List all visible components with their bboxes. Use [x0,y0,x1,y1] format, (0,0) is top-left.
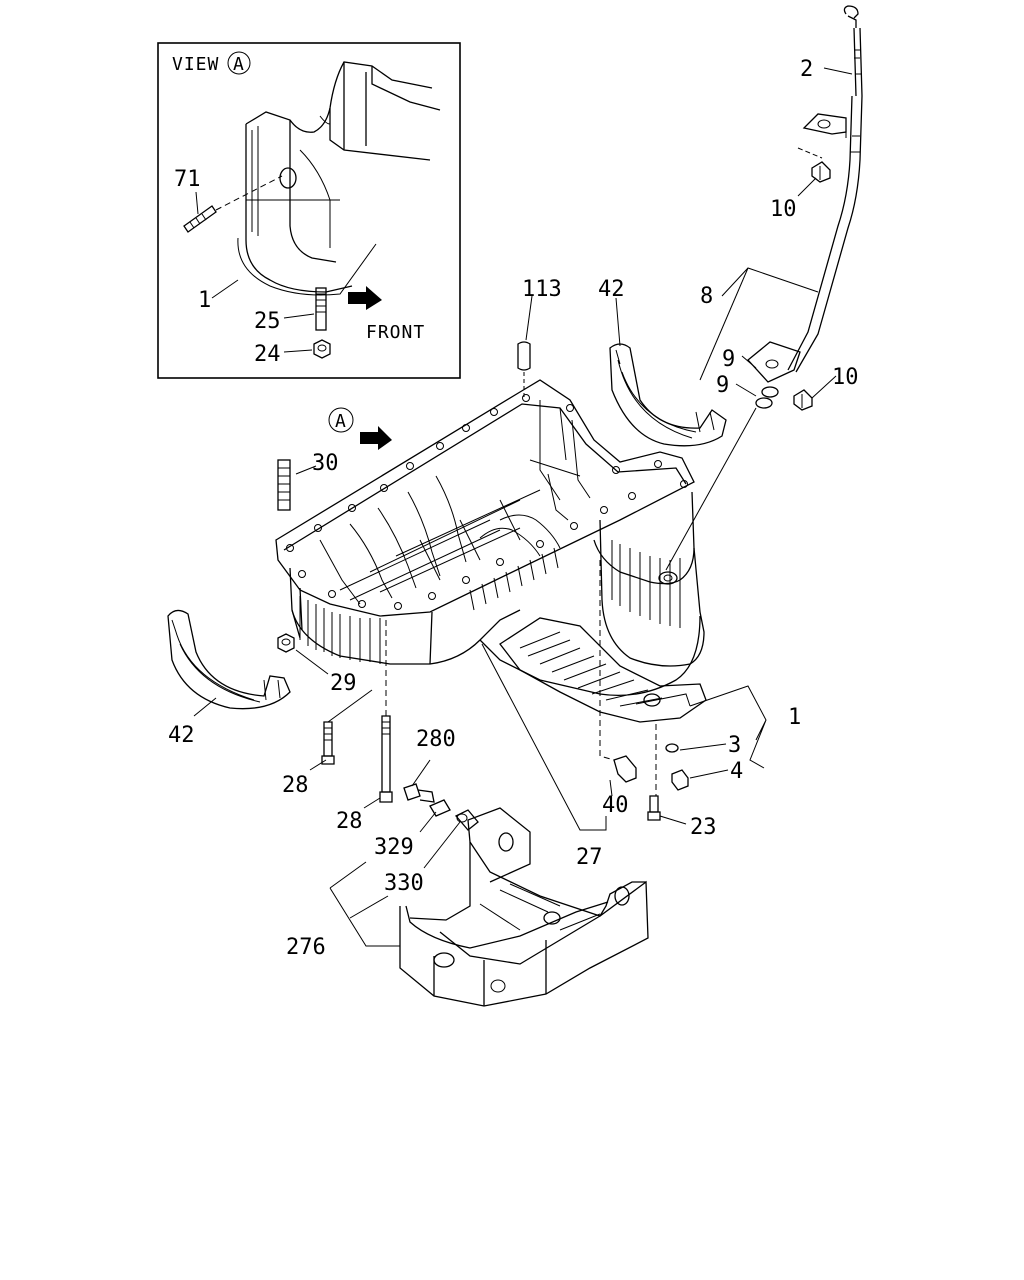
inset-view-marker: A [233,54,245,75]
callout-1: 1 [788,705,801,730]
washer-3 [665,743,679,753]
nut-29 [277,633,295,653]
pan-flange [275,379,695,617]
nut-24 [313,339,331,359]
callout-9-lower: 9 [716,373,729,398]
callout-3: 3 [728,733,741,758]
bolt-10-lower [793,389,813,411]
dipstick-handle [843,5,859,28]
callout-4: 4 [730,759,743,784]
callout-30: 30 [312,451,339,476]
leader-lines [193,67,853,947]
inset-view-a: VIEW A [157,42,461,379]
callout-71: 71 [174,167,201,192]
view-a-arrow-icon [360,426,392,450]
upper-bracket [802,113,847,135]
dipstick-assembly [665,5,863,571]
inset-frame [157,42,461,379]
callout-9-upper: 9 [722,347,735,372]
main-view-marker-circle [328,407,354,433]
inset-view-label: VIEW [172,54,219,75]
sensor-40 [599,560,637,783]
oil-pan: A [275,379,707,723]
stud-30 [277,459,291,511]
stiffener-42-left [167,609,291,710]
callout-329: 329 [374,835,414,860]
bolt-28-short [321,721,335,765]
bolt-28-long [379,715,393,803]
callout-1-inset: 1 [198,288,211,313]
bolt-10-upper [811,161,831,183]
front-label: FRONT [366,322,425,343]
bolt-23 [647,795,661,821]
dipstick-port [658,571,678,585]
o-ring-9b [755,397,773,409]
callout-25: 25 [254,309,281,334]
o-ring-9 [761,386,779,398]
spacer-329 [429,799,451,817]
callout-10-lower: 10 [832,365,859,390]
callout-280: 280 [416,727,456,752]
callout-42-lower: 42 [168,723,195,748]
callout-23: 23 [690,815,717,840]
pan-interior-ribs [319,400,591,605]
bolt-280 [403,783,435,803]
callout-24: 24 [254,342,281,367]
guide-tube [787,95,863,373]
stud-113 [517,341,531,400]
callout-42-upper: 42 [598,277,625,302]
callout-8: 8 [700,284,713,309]
callout-28-left: 28 [282,773,309,798]
callout-2: 2 [800,57,813,82]
callout-27: 27 [576,845,603,870]
front-arrow-icon [348,286,382,310]
skid-plate-276 [399,807,649,1007]
inset-pan-corner [237,61,441,296]
callout-10-upper: 10 [770,197,797,222]
stud-25 [315,287,327,331]
callout-330: 330 [384,871,424,896]
lower-bracket [747,341,801,383]
callout-40: 40 [602,793,629,818]
inset-view-marker-circle [227,51,251,75]
pan-bottom-plate [499,617,707,723]
callout-113: 113 [522,277,562,302]
main-view-marker: A [335,411,347,432]
drain-plug-4 [671,769,689,791]
callout-276: 276 [286,935,326,960]
callout-29: 29 [330,671,357,696]
stiffener-42-right [609,343,727,447]
flange-bolt-holes [286,394,688,610]
stud-71 [183,175,283,233]
callout-28-right: 28 [336,809,363,834]
callout-labels: 2 10 8 9 9 10 113 42 30 29 42 28 28 280 … [168,57,859,960]
bushing-330 [454,809,479,831]
drain-hole [643,693,661,707]
pan-sump [593,491,695,585]
